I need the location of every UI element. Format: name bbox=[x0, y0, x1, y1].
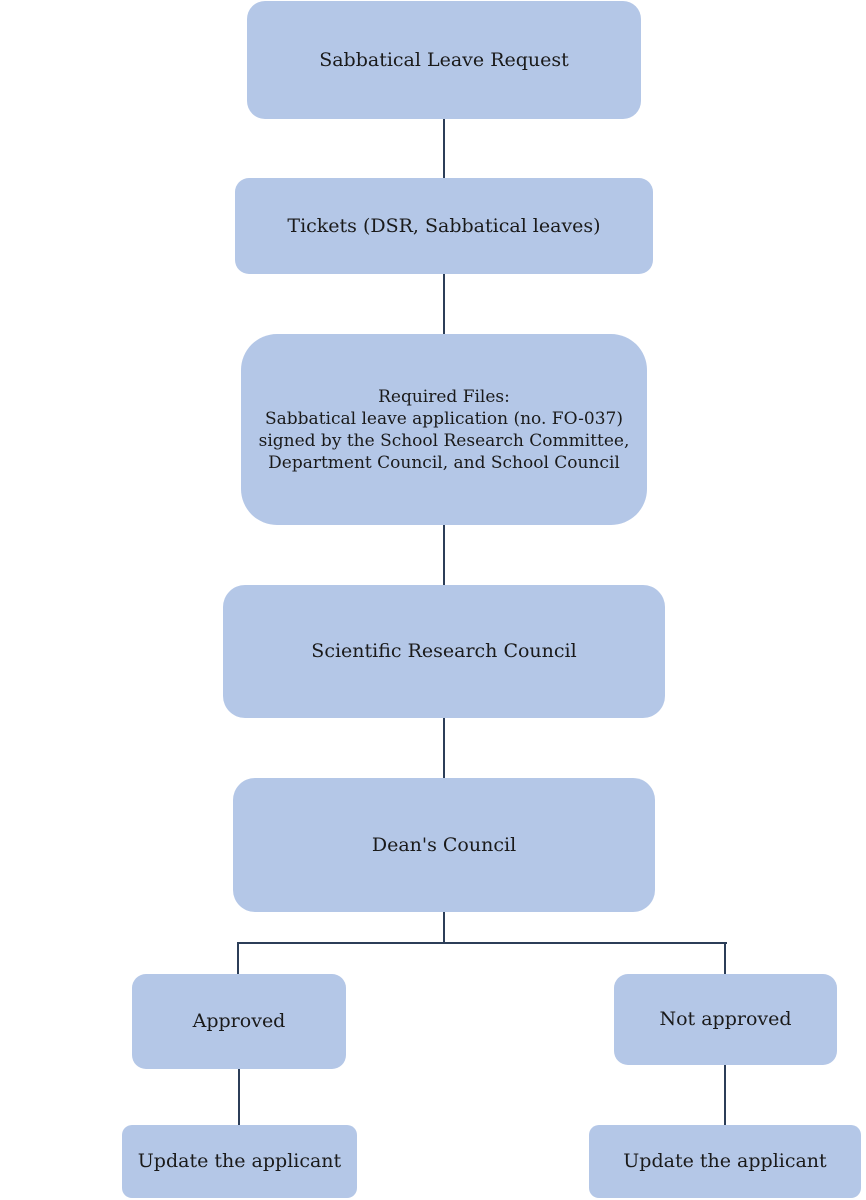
node-approved: Approved bbox=[132, 974, 346, 1069]
node-sabbatical-leave-request: Sabbatical Leave Request bbox=[247, 1, 641, 119]
connector-research-dean bbox=[443, 718, 445, 778]
node-label: Update the applicant bbox=[623, 1150, 827, 1172]
node-scientific-research-council: Scientific Research Council bbox=[223, 585, 665, 718]
node-tickets: Tickets (DSR, Sabbatical leaves) bbox=[235, 178, 653, 274]
node-label: Update the applicant bbox=[137, 1150, 342, 1172]
node-label: Dean's Council bbox=[371, 833, 517, 856]
connector-tickets-files bbox=[443, 274, 445, 334]
connector-branch-approved bbox=[237, 942, 239, 974]
node-label: Not approved bbox=[659, 1008, 792, 1030]
connector-not-approved-update bbox=[724, 1065, 726, 1125]
node-deans-council: Dean's Council bbox=[233, 778, 655, 912]
node-label: Scientific Research Council bbox=[311, 640, 577, 662]
connector-dean-branch bbox=[443, 912, 445, 944]
connector-approved-update bbox=[238, 1069, 240, 1125]
connector-files-research bbox=[443, 525, 445, 585]
node-label: Sabbatical Leave Request bbox=[319, 48, 569, 71]
node-required-files: Required Files: Sabbatical leave applica… bbox=[241, 334, 647, 525]
node-label: Required Files: Sabbatical leave applica… bbox=[258, 386, 630, 473]
node-not-approved: Not approved bbox=[614, 974, 837, 1065]
connector-request-tickets bbox=[443, 119, 445, 178]
connector-branch-not-approved bbox=[724, 942, 726, 974]
node-label: Tickets (DSR, Sabbatical leaves) bbox=[287, 214, 601, 237]
node-update-applicant-right: Update the applicant bbox=[589, 1125, 861, 1198]
connector-branch-horizontal bbox=[237, 942, 727, 944]
node-label: Approved bbox=[192, 1010, 286, 1032]
node-update-applicant-left: Update the applicant bbox=[122, 1125, 357, 1198]
